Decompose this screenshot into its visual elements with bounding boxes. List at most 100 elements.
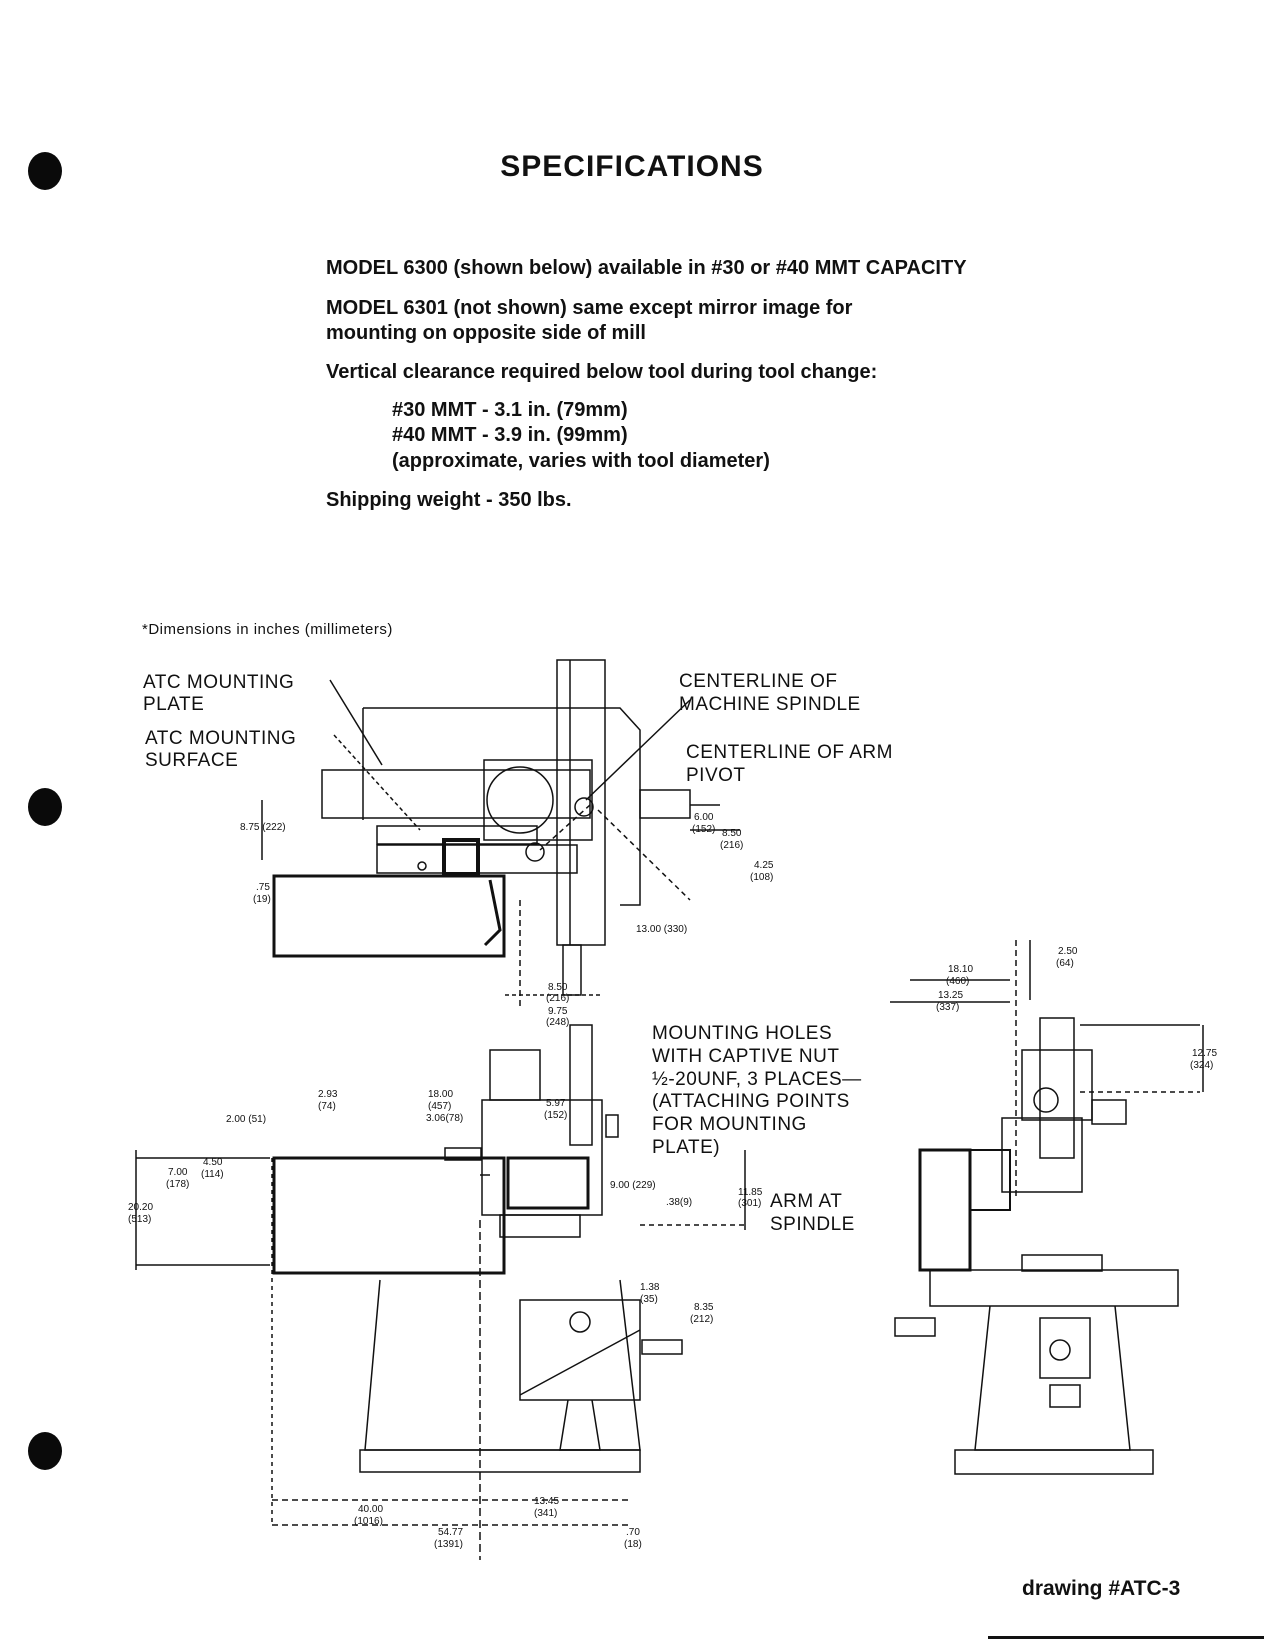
dim-8-50b-in: 8.50 bbox=[548, 982, 568, 993]
mounting-plate bbox=[376, 825, 538, 845]
arm-body bbox=[321, 769, 591, 819]
plate-slide bbox=[376, 844, 578, 874]
dim-13-25-mm: (337) bbox=[936, 1002, 959, 1013]
label-holes-4: (ATTACHING POINTS bbox=[652, 1091, 850, 1112]
spindle-centerline-mark bbox=[574, 797, 594, 817]
knee-screw bbox=[569, 1311, 591, 1333]
label-holes-2: WITH CAPTIVE NUT bbox=[652, 1046, 839, 1067]
spec-clearance-40: #40 MMT - 3.9 in. (99mm) bbox=[392, 424, 628, 446]
dim-8-75: 8.75 (222) bbox=[240, 822, 286, 833]
head-housing bbox=[363, 707, 641, 906]
dim-4-50-in: 4.50 bbox=[203, 1157, 223, 1168]
leader-plate bbox=[329, 679, 383, 766]
knee-brace bbox=[519, 1329, 641, 1396]
dim-8-50-mm: (216) bbox=[720, 840, 743, 851]
label-holes-3: ½-20UNF, 3 PLACES— bbox=[652, 1069, 862, 1090]
label-spindle-cl-2: MACHINE SPINDLE bbox=[679, 694, 861, 715]
front-view bbox=[135, 1024, 746, 1560]
front-magazine bbox=[272, 1156, 506, 1275]
front-arm-base bbox=[499, 1214, 581, 1238]
side-table-top bbox=[1021, 1254, 1103, 1272]
side-arm bbox=[969, 1149, 1011, 1211]
dim-7-00-in: 7.00 bbox=[168, 1167, 188, 1178]
side-spindle-housing bbox=[1001, 1117, 1083, 1193]
label-atc-surface-1: ATC MOUNTING bbox=[145, 728, 296, 749]
spec-model-6300: MODEL 6300 (shown below) available in #3… bbox=[326, 257, 967, 279]
mill-base-foot bbox=[359, 1449, 641, 1473]
side-motor bbox=[1091, 1099, 1127, 1125]
page-title: SPECIFICATIONS bbox=[500, 150, 764, 183]
tool-magazine bbox=[272, 874, 506, 958]
dim-11-85-mm: (301) bbox=[738, 1198, 761, 1209]
dim-13-45-mm: (341) bbox=[534, 1508, 557, 1519]
dim-54-77-in: 54.77 bbox=[438, 1527, 463, 1538]
leader-spindle-cl bbox=[585, 699, 691, 801]
dim-8-35-mm: (212) bbox=[690, 1314, 713, 1325]
spindle-column bbox=[556, 659, 606, 946]
dim-5-97-mm: (152) bbox=[544, 1110, 567, 1121]
side-knee-screw bbox=[1049, 1339, 1071, 1361]
front-cap bbox=[489, 1049, 541, 1101]
arm-hub-circle bbox=[486, 766, 554, 834]
pivot-shaft bbox=[639, 789, 691, 819]
dim-075-in: .75 bbox=[256, 882, 270, 893]
side-knee-lock bbox=[1049, 1384, 1081, 1408]
dimension-note: *Dimensions in inches (millimeters) bbox=[142, 621, 393, 638]
dim-5-97-in: 5.97 bbox=[546, 1098, 566, 1109]
dim-2-50-in: 2.50 bbox=[1058, 946, 1078, 957]
dim-0-38: .38(9) bbox=[666, 1197, 692, 1208]
side-pivot bbox=[1033, 1087, 1059, 1113]
dim-20-20-mm: (513) bbox=[128, 1214, 151, 1225]
top-view bbox=[261, 659, 740, 1010]
dim-13-00: 13.00 (330) bbox=[636, 924, 687, 935]
callouts: ATC MOUNTING PLATE ATC MOUNTING SURFACE … bbox=[143, 671, 892, 1235]
dim-18-00-mm: (457) bbox=[428, 1101, 451, 1112]
dim-2-50-mm: (64) bbox=[1056, 958, 1074, 969]
label-arm-at-2: SPINDLE bbox=[770, 1214, 855, 1235]
dim-20-20-in: 20.20 bbox=[128, 1202, 153, 1213]
dim-18-10-mm: (460) bbox=[946, 976, 969, 987]
label-atc-plate-1: ATC MOUNTING bbox=[143, 672, 294, 693]
dim-0-70-mm: (18) bbox=[624, 1539, 642, 1550]
dim-4-50-mm: (114) bbox=[201, 1169, 224, 1180]
label-holes-6: PLATE) bbox=[652, 1137, 720, 1158]
front-nut bbox=[444, 1147, 482, 1161]
front-column bbox=[569, 1024, 593, 1146]
dim-7-00-mm: (178) bbox=[166, 1179, 189, 1190]
dim-8-35-in: 8.35 bbox=[694, 1302, 714, 1313]
dim-11-85-in: 11.85 bbox=[738, 1187, 763, 1198]
dim-4-25-mm: (108) bbox=[750, 872, 773, 883]
label-arm-at-1: ARM AT bbox=[770, 1191, 842, 1212]
dim-9-00: 9.00 (229) bbox=[610, 1180, 656, 1191]
dim-13-25-in: 13.25 bbox=[938, 990, 963, 1001]
side-knee bbox=[1039, 1317, 1091, 1379]
arm-hub bbox=[483, 759, 593, 841]
dim-54-77-mm: (1391) bbox=[434, 1539, 463, 1550]
dim-075-mm: (19) bbox=[253, 894, 271, 905]
dim-8-50-in: 8.50 bbox=[722, 828, 742, 839]
dim-0-70-in: .70 bbox=[626, 1527, 640, 1538]
mill-base-body bbox=[364, 1279, 641, 1451]
dim-6-00-mm: (152) bbox=[692, 824, 715, 835]
dim-4-25-in: 4.25 bbox=[754, 860, 774, 871]
dim-9-75-in: 9.75 bbox=[548, 1006, 568, 1017]
dim-12-75-in: 12.75 bbox=[1192, 1048, 1217, 1059]
front-arm-block bbox=[506, 1156, 590, 1210]
spec-clearance-30: #30 MMT - 3.1 in. (79mm) bbox=[392, 399, 628, 421]
punch-hole-top bbox=[28, 152, 62, 190]
spec-vertical-clearance: Vertical clearance required below tool d… bbox=[326, 361, 878, 383]
label-spindle-cl-1: CENTERLINE OF bbox=[679, 671, 838, 692]
plate-bolt bbox=[417, 861, 427, 871]
side-magazine bbox=[918, 1148, 972, 1272]
side-view bbox=[890, 940, 1204, 1475]
spec-model-6301-line2: mounting on opposite side of mill bbox=[326, 322, 646, 344]
dim-18-00-in: 18.00 bbox=[428, 1089, 453, 1100]
label-atc-surface-2: SURFACE bbox=[145, 750, 238, 771]
arm-pivot-mark bbox=[525, 842, 545, 862]
dim-3-06: 3.06(78) bbox=[426, 1113, 463, 1124]
dim-2-00: 2.00 (51) bbox=[226, 1114, 266, 1125]
dim-40-00-mm: (1016) bbox=[354, 1516, 383, 1527]
front-knob bbox=[605, 1114, 619, 1138]
dim-40-00-in: 40.00 bbox=[358, 1504, 383, 1515]
